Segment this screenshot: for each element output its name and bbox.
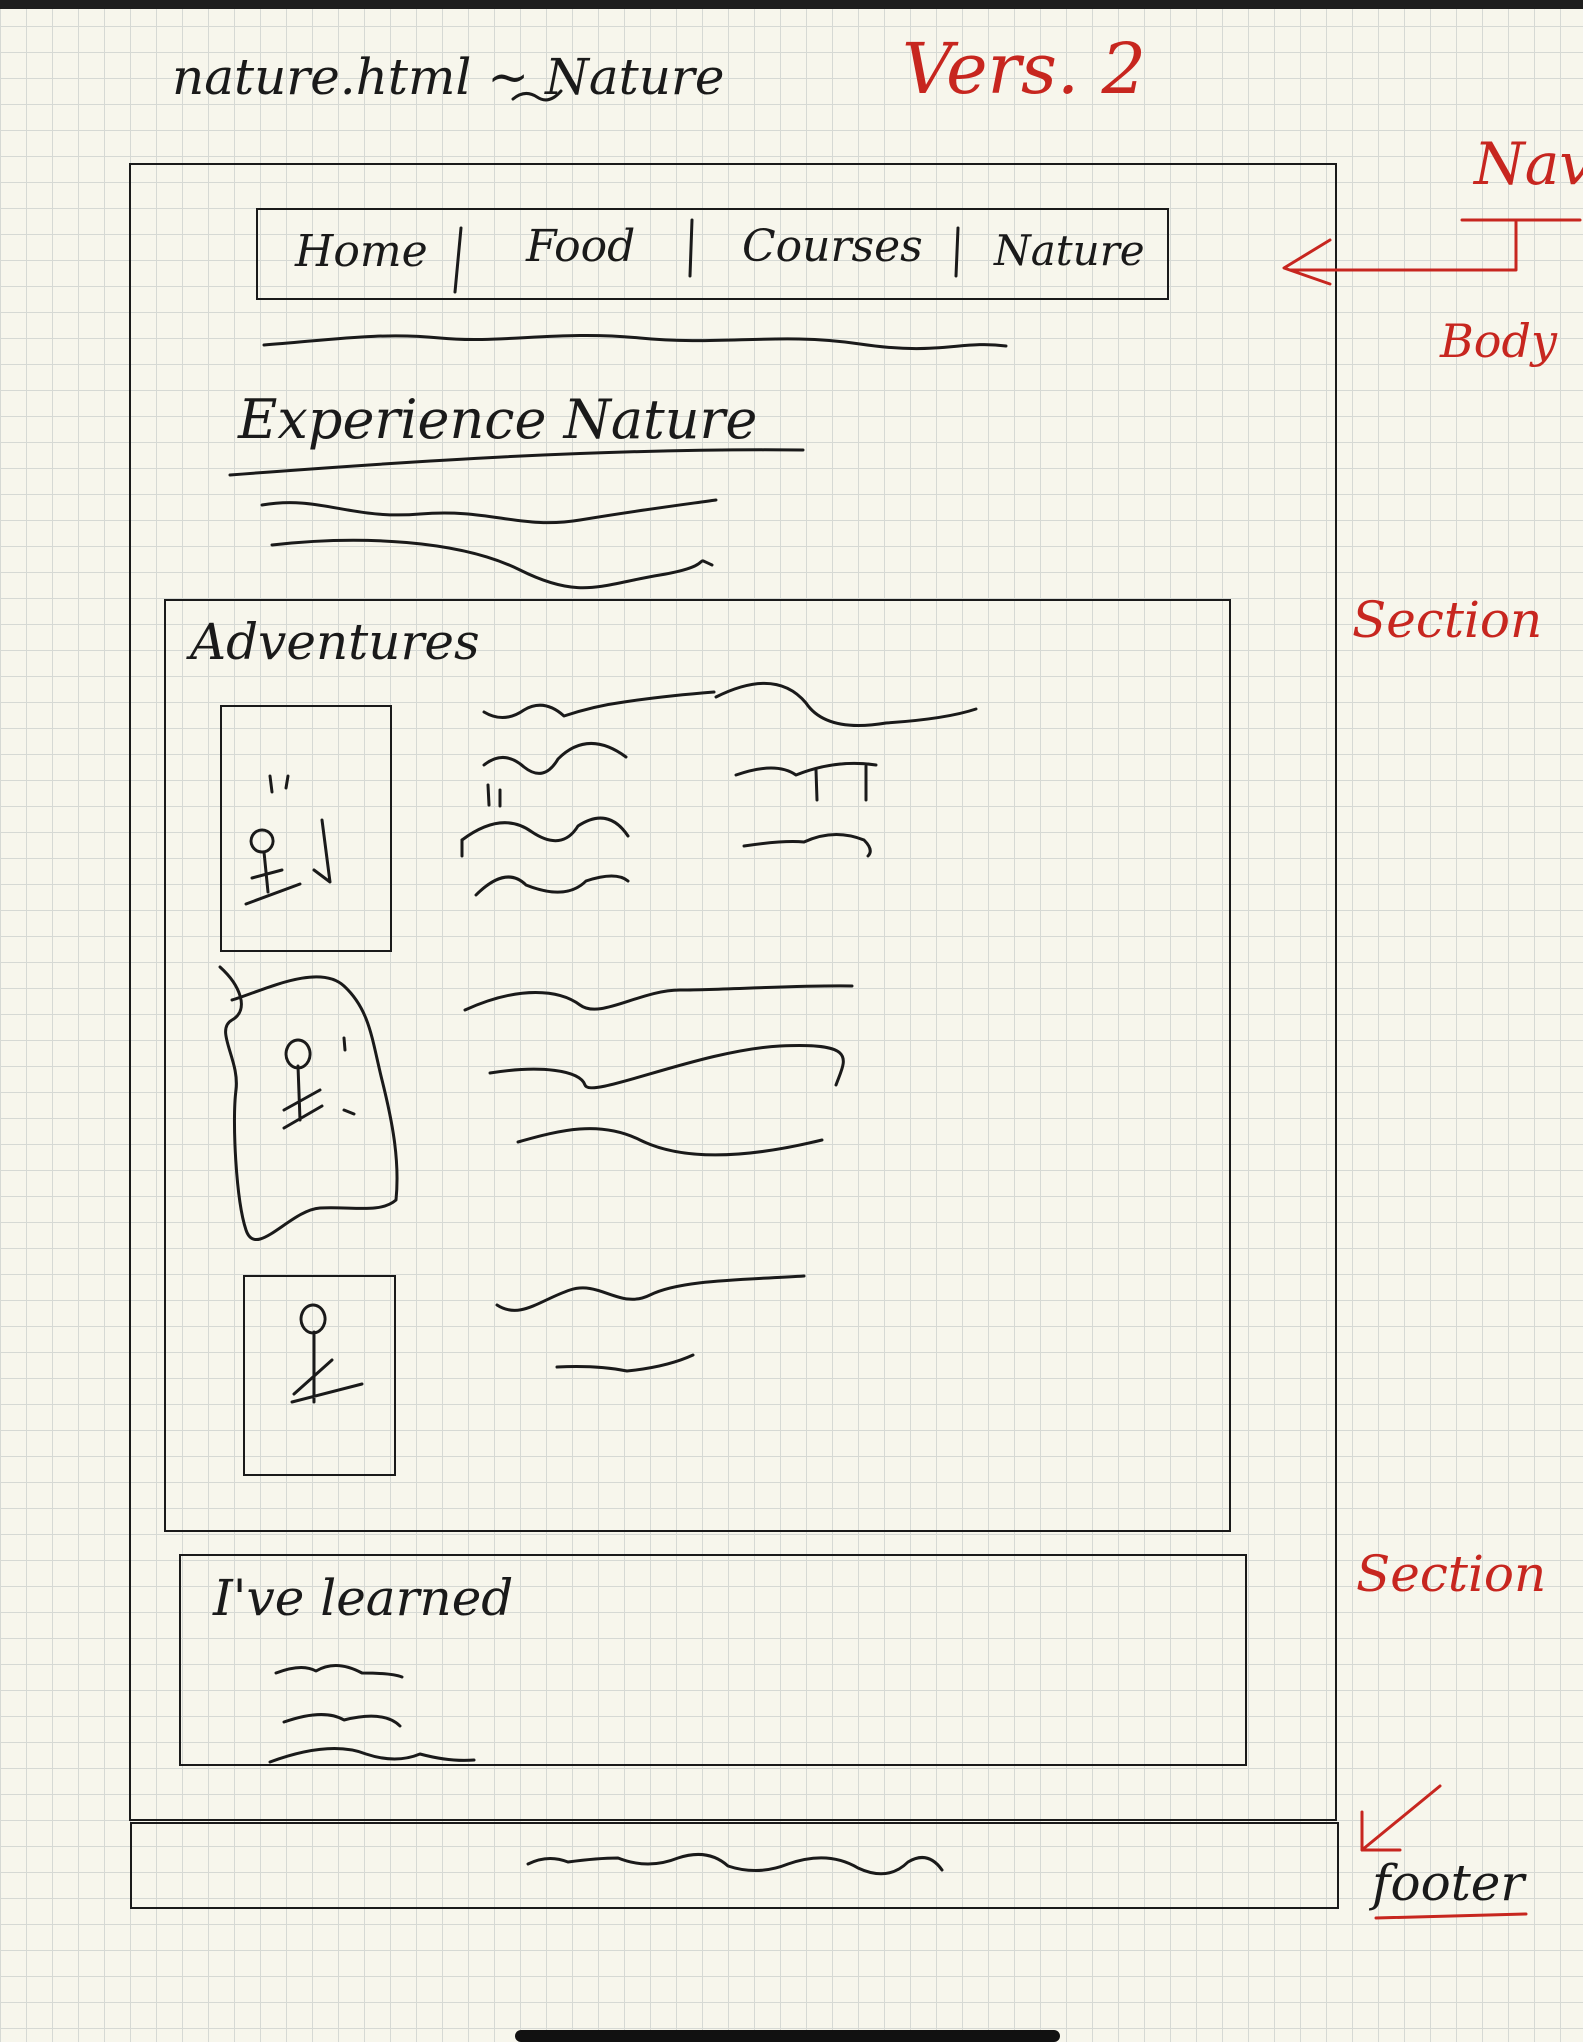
figure-3 [290, 1303, 364, 1404]
nav-item-home: Home [295, 226, 428, 277]
home-indicator [515, 2030, 1060, 2042]
adventure-image-2-frame [218, 965, 399, 1241]
footer-wireframe [130, 1822, 1339, 1909]
title-tilde [511, 89, 563, 102]
hero-heading: Experience Nature [238, 388, 758, 451]
row2-text-1 [463, 984, 854, 1012]
row3-text-1 [495, 1274, 806, 1312]
hero-underline [228, 448, 805, 477]
row1-text-5 [714, 681, 978, 727]
learned-text-2 [282, 1713, 402, 1728]
row1-text-6 [734, 761, 878, 777]
row1-text-3 [460, 816, 630, 843]
figure-1 [244, 774, 332, 906]
annotation-section-learned: Section [1356, 1545, 1547, 1603]
learned-heading: I've learned [213, 1569, 514, 1627]
learned-text-1 [274, 1664, 404, 1679]
page-heading: nature.html ~ Nature [172, 48, 725, 106]
annotation-section-adventures: Section [1352, 591, 1543, 649]
learned-text-3 [268, 1747, 476, 1764]
hero-text-line-1 [260, 498, 718, 525]
hero-text-line-2 [270, 538, 714, 590]
nav-separator-1 [453, 226, 463, 294]
annotation-footer: footer [1372, 1854, 1525, 1912]
adventure-image-1 [220, 705, 392, 952]
footer-annotation-arrow [1360, 1784, 1442, 1852]
figure-2 [282, 1036, 356, 1130]
annotation-body: Body [1440, 314, 1557, 368]
row1-text-4 [474, 874, 630, 897]
nav-item-nature: Nature [994, 226, 1145, 275]
nav-separator-2 [688, 218, 694, 278]
version-label: Vers. 2 [902, 28, 1146, 110]
footer-squiggle [526, 1852, 944, 1876]
learned-section-wireframe [179, 1554, 1247, 1766]
nav-separator-3 [954, 226, 960, 278]
row1-text-2 [482, 742, 628, 775]
nav-wireframe [256, 208, 1169, 300]
footer-annotation-underline [1374, 1912, 1528, 1920]
top-edge-bar [0, 0, 1583, 9]
row2-text-2 [488, 1043, 845, 1090]
row1-text-ticks [460, 764, 868, 858]
nav-underline-squiggle [262, 333, 1008, 351]
row3-text-2 [555, 1353, 695, 1373]
adventures-heading: Adventures [190, 613, 480, 671]
body-wireframe [129, 163, 1337, 1821]
nav-annotation-arrow [1282, 220, 1518, 286]
adventures-section-wireframe [164, 599, 1231, 1532]
nav-item-food: Food [526, 221, 636, 272]
row1-text-7 [742, 833, 872, 858]
adventure-image-3 [243, 1275, 396, 1476]
nav-item-courses: Courses [742, 221, 923, 272]
row2-text-3 [516, 1127, 824, 1157]
row1-text-1 [482, 690, 716, 719]
annotation-nav: Nav [1474, 130, 1583, 198]
